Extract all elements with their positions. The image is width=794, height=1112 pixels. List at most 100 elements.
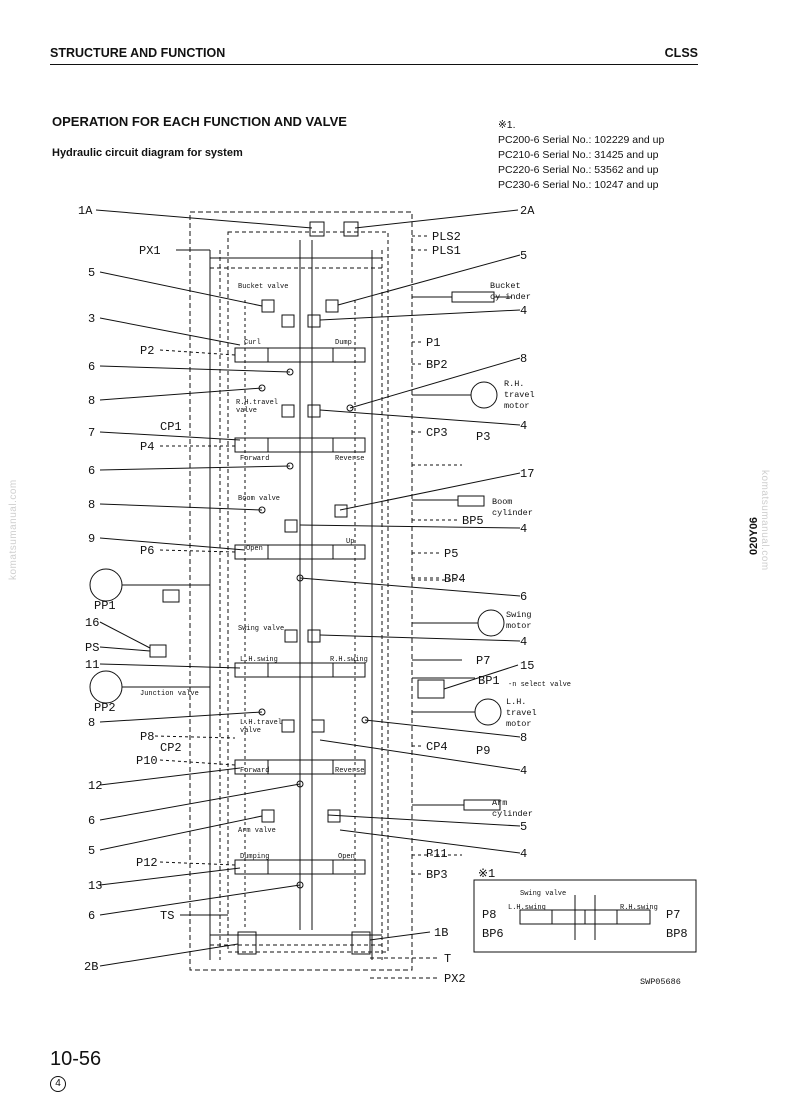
lh-travel-valve-spool [234,759,366,775]
label-ts: TS [160,909,174,923]
circuit-frame-inner [227,231,389,953]
text-lh-swing: L.H.swing [240,656,278,664]
inset-label-bp6: BP6 [482,927,504,941]
text-reverse: Reverse [335,455,364,463]
text-rh-travel-motor: travel [504,390,535,400]
text-swing-motor: motor [506,621,532,631]
label-7: 7 [88,426,95,440]
label-ps: PS [85,641,99,655]
label-pls1: PLS1 [432,244,461,258]
swing-motor [477,609,505,637]
label-cp4: CP4 [426,740,448,754]
label-8: 8 [520,731,527,745]
boom-cylinder [457,495,485,507]
inset-mark: ※1 [478,867,495,881]
label-6: 6 [88,909,95,923]
label-4: 4 [520,522,527,536]
text-rh-swing: R.H.swing [330,656,368,664]
label-p2: P2 [140,344,154,358]
label-p7: P7 [476,654,490,668]
rh-travel-motor [470,381,498,409]
label-17: 17 [520,467,534,481]
label-p12: P12 [136,856,158,870]
rh-travel-valve-spool [234,437,366,453]
page-number: 10-56 [50,1048,102,1070]
label-px2: PX2 [444,972,466,986]
text-reverse: Reverse [335,767,364,775]
pump-pp2 [89,670,123,704]
label-bp1: BP1 [478,674,500,688]
label-p11: P11 [426,847,448,861]
lh-travel-motor [474,698,502,726]
label-5: 5 [88,266,95,280]
label-2a: 2A [520,204,535,218]
text-swing-valve: Swing valve [238,625,284,633]
text-swing-motor: Swing [506,610,532,620]
text-lh-travel-motor: motor [506,719,532,729]
text-bucket-cylinder: cy inder [490,292,531,302]
text-select-valve: -n select valve [508,681,571,689]
text-rh-travel-motor: R.H. [504,379,524,389]
label-cp3: CP3 [426,426,448,440]
swing-valve-spool [234,662,366,678]
label-2b: 2B [84,960,98,974]
label-t: T [444,952,451,966]
label-p5: P5 [444,547,458,561]
label-bp5: BP5 [462,514,484,528]
label-5: 5 [520,820,527,834]
label-3: 3 [88,312,95,326]
page-header: STRUCTURE AND FUNCTION CLSS [50,46,698,65]
figure-code: SWP05686 [640,977,681,987]
text-rh-travel-motor: motor [504,401,530,411]
text-inset-swing-valve: Swing valve [520,890,566,898]
boom-valve-spool [234,544,366,560]
label-8: 8 [520,352,527,366]
text-boom-cylinder: Boom [492,497,512,507]
text-bucket-cylinder: Bucket [490,281,521,291]
label-p10: P10 [136,754,158,768]
notes-line: PC200-6 Serial No.: 102229 and up [498,134,665,146]
inset-label-p8: P8 [482,908,496,922]
text-lh-travel-valve: valve [240,727,261,735]
label-p1: P1 [426,336,440,350]
label-cp2: CP2 [160,741,182,755]
label-1a: 1A [78,204,93,218]
label-13: 13 [88,879,102,893]
notes-line: PC220-6 Serial No.: 53562 and up [498,164,659,176]
label-p4: P4 [140,440,154,454]
text-rh-travel-valve: valve [236,407,257,415]
label-5: 5 [88,844,95,858]
text-lh-travel-valve: L.H.travel [240,719,282,727]
label-4: 4 [520,635,527,649]
label-pp1: PP1 [94,599,116,613]
text-dumping: Dumping [240,853,269,861]
text-open: Open [338,853,355,861]
label-8: 8 [88,498,95,512]
notes-line: PC230-6 Serial No.: 10247 and up [498,179,659,191]
label-1b: 1B [434,926,448,940]
label-16: 16 [85,616,99,630]
label-bp3: BP3 [426,868,448,882]
label-cp1: CP1 [160,420,182,434]
text-lh-travel-motor: travel [506,708,537,718]
page-subtitle: Hydraulic circuit diagram for system [52,147,243,159]
label-px1: PX1 [139,244,161,258]
inset-swing-valve-box [473,879,697,953]
label-pp2: PP2 [94,701,116,715]
text-rh-travel-valve: R.H.travel [236,399,278,407]
text-open: Open [246,545,263,553]
text-inset-rh-swing: R.H.swing [620,904,658,912]
notes-mark: ※1. [498,119,516,131]
label-4: 4 [520,304,527,318]
bucket-cylinder [451,291,495,303]
text-arm-cylinder: Arm [492,798,507,808]
label-p6: P6 [140,544,154,558]
text-curl: Curl [244,339,261,347]
text-junction-valve: Junction valve [140,690,199,698]
label-4: 4 [520,847,527,861]
label-6: 6 [520,590,527,604]
label-9: 9 [88,532,95,546]
label-6: 6 [88,814,95,828]
label-pls2: PLS2 [432,230,461,244]
